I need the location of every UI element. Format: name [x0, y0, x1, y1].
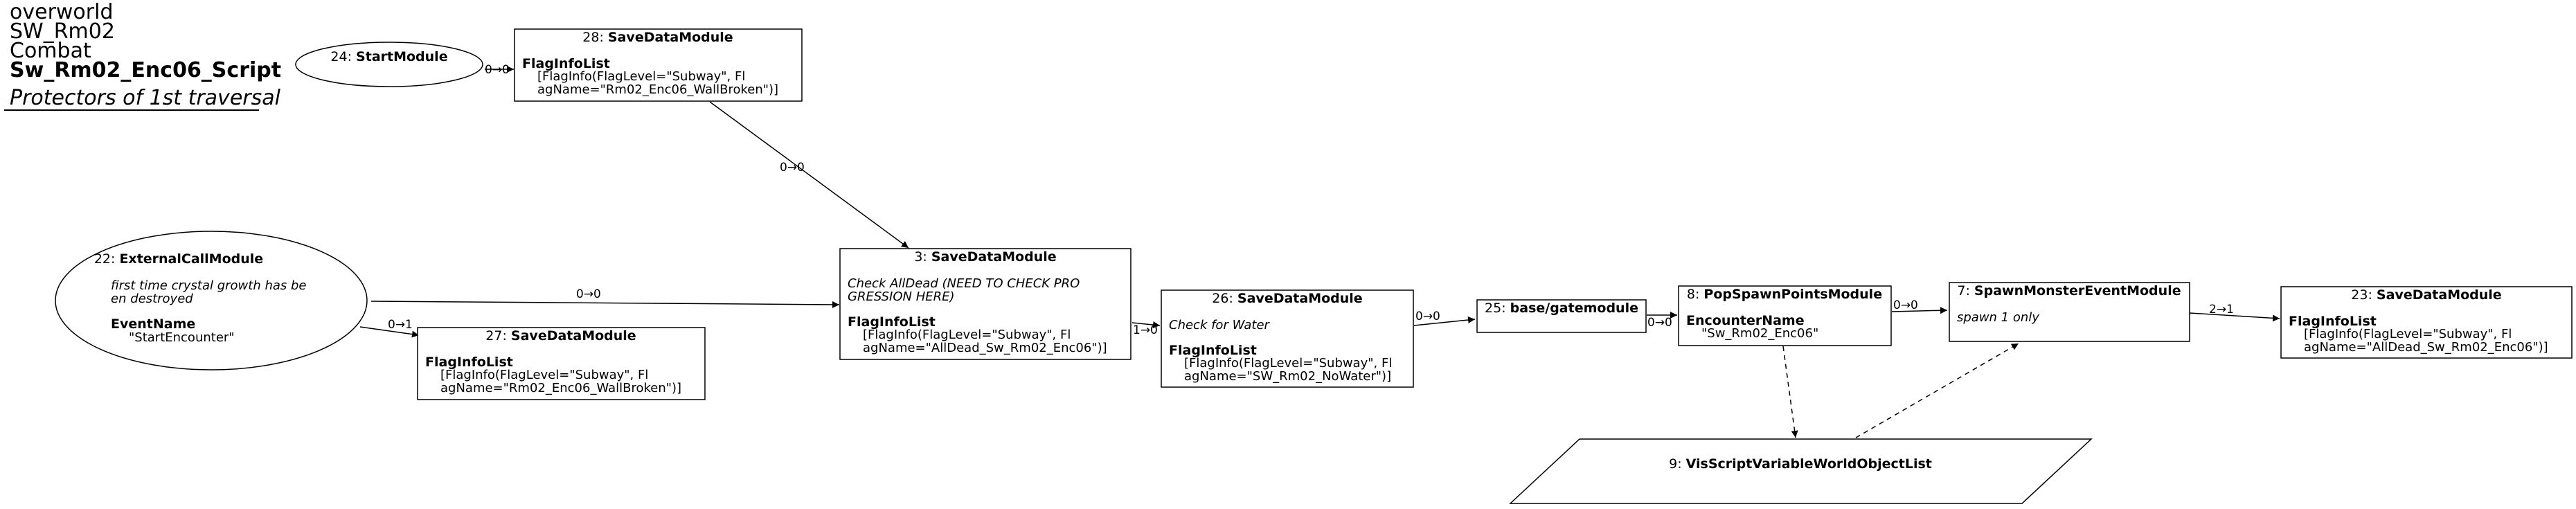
edge-label: 1→0 — [1133, 323, 1158, 337]
edge-9-to-7-dashed — [1855, 343, 2019, 438]
node-title: StartModule — [356, 49, 448, 64]
node-field-name: FlagInfoList — [848, 314, 936, 330]
node-title: SaveDataModule — [931, 249, 1057, 265]
node-id: 22: — [94, 251, 120, 267]
node-field-value: agName="SW_Rm02_NoWater")] — [1184, 369, 1391, 384]
svg-text:22: ExternalCallModule: 22: ExternalCallModule — [94, 251, 263, 267]
diagram-header: overworld SW_Rm02 Combat Sw_Rm02_Enc06_S… — [4, 0, 282, 111]
node-field-value: [FlagInfo(FlagLevel="Subway", Fl — [440, 368, 648, 382]
node-field-value: "StartEncounter" — [129, 330, 235, 345]
node-id: 9: — [1669, 456, 1686, 472]
node-8-pop-spawn-points-module[interactable]: 8: PopSpawnPointsModule EncounterName "S… — [1678, 285, 1892, 346]
node-title: base/gatemodule — [1510, 301, 1638, 316]
node-title: SaveDataModule — [2377, 287, 2502, 303]
node-id: 3: — [914, 249, 931, 265]
edge-7-to-23: 2→1 — [2189, 303, 2280, 322]
svg-text:3: SaveDataModule: 3: SaveDataModule — [914, 249, 1056, 265]
node-22-external-call-module[interactable]: 22: ExternalCallModule first time crysta… — [55, 231, 368, 370]
edge-label: 0→0 — [485, 63, 510, 77]
edge-26-to-25: 0→0 — [1413, 310, 1476, 326]
node-comment: en destroyed — [111, 292, 193, 306]
node-7-spawn-monster-event-module[interactable]: 7: SpawnMonsterEventModule spawn 1 only — [1949, 282, 2190, 342]
edge-8-to-9-dashed — [1782, 346, 1798, 438]
header-line-2: SW_Rm02 — [10, 19, 115, 44]
node-comment: GRESSION HERE) — [848, 289, 955, 304]
node-title: VisScriptVariableWorldObjectList — [1686, 456, 1932, 472]
node-9-world-object-list[interactable]: 9: VisScriptVariableWorldObjectList — [1509, 438, 2093, 504]
svg-text:7: SpawnMonsterEventModule: 7: SpawnMonsterEventModule — [1957, 283, 2181, 298]
node-field-value: agName="AllDead_Sw_Rm02_Enc06")] — [2304, 340, 2548, 355]
header-underline — [4, 109, 259, 111]
node-field-value: [FlagInfo(FlagLevel="Subway", Fl — [537, 69, 745, 84]
script-subtitle: Protectors of 1st traversal — [10, 86, 280, 110]
svg-text:27: SaveDataModule: 27: SaveDataModule — [485, 328, 636, 343]
node-field-value: [FlagInfo(FlagLevel="Subway", Fl — [2304, 327, 2512, 341]
node-field-value: agName="Rm02_Enc06_WallBroken")] — [440, 381, 681, 395]
svg-text:28: SaveDataModule: 28: SaveDataModule — [582, 30, 733, 45]
node-id: 25: — [1485, 301, 1510, 316]
svg-text:24: StartModule: 24: StartModule — [330, 49, 447, 64]
node-comment: Check AllDead (NEED TO CHECK PRO — [848, 276, 1080, 291]
node-id: 7: — [1957, 283, 1974, 298]
svg-text:23: SaveDataModule: 23: SaveDataModule — [2351, 287, 2501, 303]
edge-22-to-27: 0→1 — [359, 318, 420, 338]
node-id: 23: — [2351, 287, 2377, 303]
edge-label: 0→0 — [780, 161, 805, 175]
node-23-save-data-module[interactable]: 23: SaveDataModule FlagInfoList [FlagInf… — [2280, 286, 2573, 359]
edge-8-to-7: 0→0 — [1891, 298, 1948, 314]
node-comment: first time crystal growth has be — [111, 278, 307, 293]
node-field-name: FlagInfoList — [1169, 343, 1257, 358]
svg-text:26: SaveDataModule: 26: SaveDataModule — [1212, 291, 1362, 306]
svg-text:8: PopSpawnPointsModule: 8: PopSpawnPointsModule — [1687, 287, 1882, 302]
node-26-save-data-module[interactable]: 26: SaveDataModule Check for Water FlagI… — [1161, 289, 1414, 388]
edge-label: 0→0 — [1893, 298, 1918, 312]
node-field-name: EventName — [111, 316, 195, 332]
edge-3-to-26: 1→0 — [1132, 321, 1161, 337]
node-title: PopSpawnPointsModule — [1703, 287, 1882, 302]
node-field-name: FlagInfoList — [425, 355, 513, 370]
node-id: 28: — [582, 30, 608, 45]
node-id: 24: — [330, 49, 356, 64]
node-field-value: agName="Rm02_Enc06_WallBroken")] — [537, 82, 778, 97]
node-field-name: FlagInfoList — [2289, 314, 2377, 329]
script-name: Sw_Rm02_Enc06_Script — [10, 58, 282, 82]
node-field-value: [FlagInfo(FlagLevel="Subway", Fl — [863, 328, 1071, 342]
svg-text:25: base/gatemodule: 25: base/gatemodule — [1485, 301, 1638, 316]
header-line-1: overworld — [10, 0, 114, 24]
node-28-save-data-module[interactable]: 28: SaveDataModule FlagInfoList [FlagInf… — [514, 28, 803, 102]
node-field-name: FlagInfoList — [522, 56, 610, 71]
node-title: SpawnMonsterEventModule — [1974, 283, 2181, 298]
node-field-value: [FlagInfo(FlagLevel="Subway", Fl — [1184, 356, 1392, 370]
node-24-start-module[interactable]: 24: StartModule — [295, 42, 483, 87]
node-title: SaveDataModule — [1237, 291, 1363, 306]
edge-label: 0→0 — [576, 287, 601, 301]
edge-25-to-8: 0→0 — [1647, 312, 1677, 330]
edge-label: 0→0 — [1415, 310, 1440, 323]
edge-28-to-3: 0→0 — [709, 101, 909, 249]
edge-label: 0→0 — [1647, 316, 1672, 330]
header-line-3: Combat — [10, 39, 91, 63]
node-id: 8: — [1687, 287, 1704, 302]
node-comment: Check for Water — [1169, 318, 1271, 332]
node-3-save-data-module[interactable]: 3: SaveDataModule Check AllDead (NEED TO… — [839, 248, 1132, 360]
node-id: 27: — [485, 328, 511, 343]
edge-label: 0→1 — [388, 318, 413, 332]
node-comment: spawn 1 only — [1957, 310, 2039, 325]
edge-22-to-3: 0→0 — [370, 287, 840, 308]
node-field-value: agName="AllDead_Sw_Rm02_Enc06")] — [863, 341, 1107, 355]
node-title: SaveDataModule — [511, 328, 636, 343]
svg-text:9: VisScriptVariableWorldObjec: 9: VisScriptVariableWorldObjectList — [1669, 456, 1932, 472]
edge-label: 2→1 — [2209, 303, 2234, 316]
node-25-gate-module[interactable]: 25: base/gatemodule — [1476, 299, 1647, 333]
node-field-value: "Sw_Rm02_Enc06" — [1701, 326, 1818, 341]
edge-24-to-28: 0→0 — [485, 63, 514, 77]
node-title: ExternalCallModule — [119, 251, 263, 267]
node-title: SaveDataModule — [608, 30, 733, 45]
node-field-name: EncounterName — [1686, 313, 1805, 328]
node-id: 26: — [1212, 291, 1237, 306]
node-27-save-data-module[interactable]: 27: SaveDataModule FlagInfoList [FlagInf… — [417, 327, 706, 400]
